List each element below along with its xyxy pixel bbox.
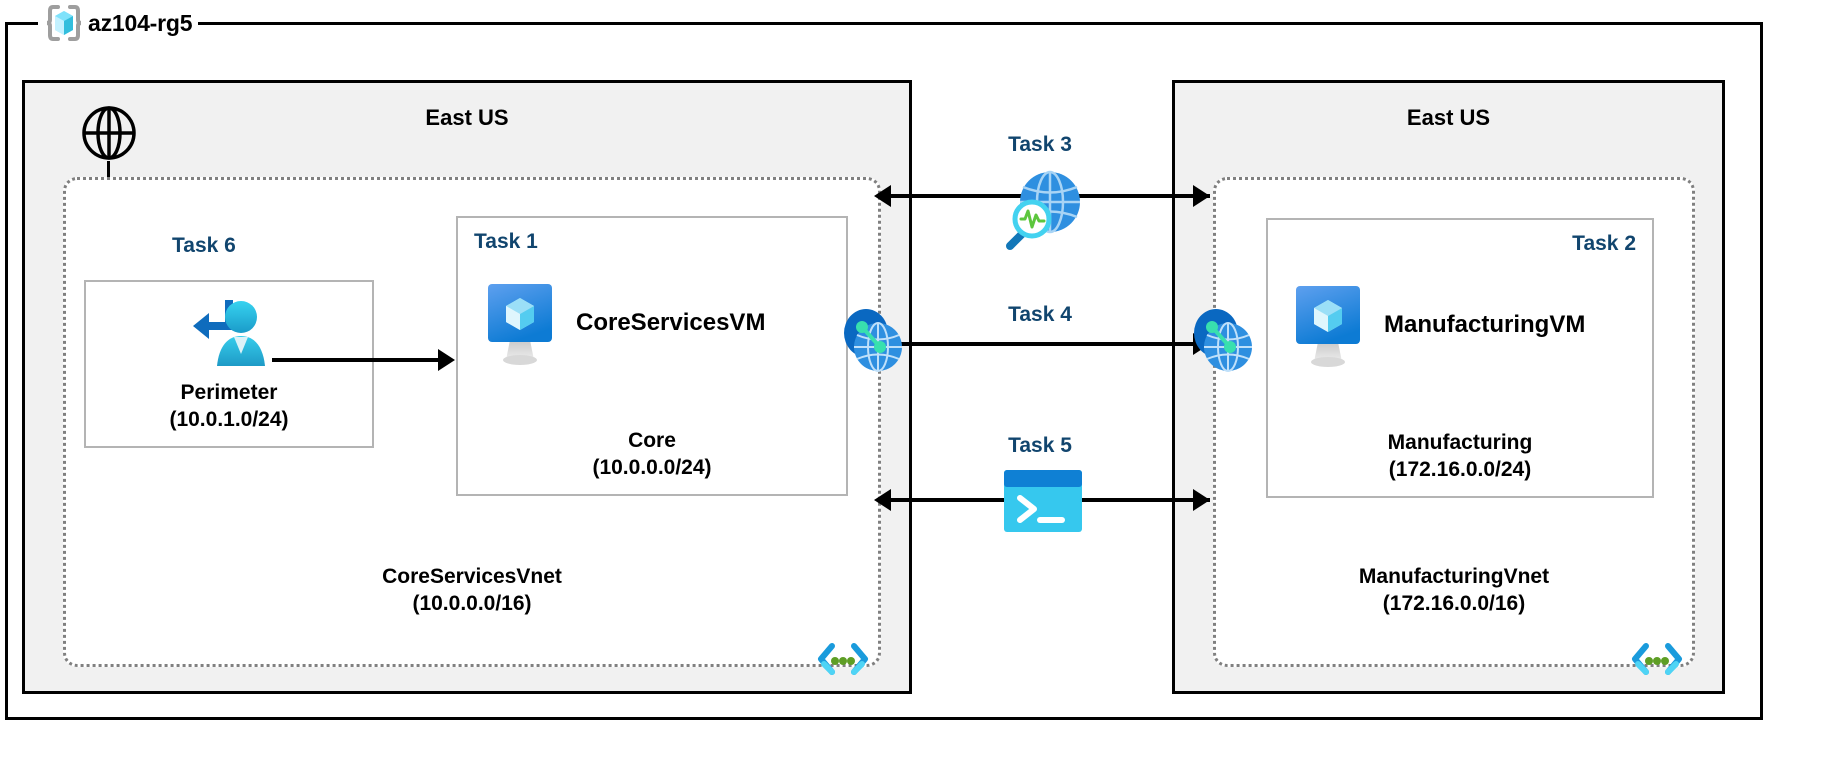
vnet-coreservices: Task 6 — [63, 177, 881, 675]
task-3-arrowhead-right — [1193, 185, 1210, 207]
resource-group-label: az104-rg5 — [38, 3, 199, 43]
subnet-manufacturing: Task 2 — [1266, 218, 1654, 498]
vnet-cidr-coreservices: (10.0.0.0/16) — [412, 592, 532, 616]
subnet-core: Task 1 — [456, 216, 848, 496]
region-title-right: East US — [1406, 105, 1491, 130]
task-3-arrowhead-left — [874, 185, 891, 207]
perimeter-to-core-arrowhead — [438, 349, 455, 371]
vm-coreservicesvm: CoreServicesVM — [484, 280, 765, 366]
resource-group-top-line — [250, 22, 1763, 25]
perimeter-to-core-line — [272, 358, 438, 362]
resource-group-name: az104-rg5 — [88, 9, 193, 36]
vnet-name-coreservices: CoreServicesVnet — [382, 565, 562, 589]
vnet-caption-coreservices: CoreServicesVnet (10.0.0.0/16) — [66, 564, 878, 618]
task-label-task-4: Task 4 — [1008, 303, 1072, 326]
subnet-caption-core: Core (10.0.0.0/24) — [458, 428, 846, 482]
code-brackets-icon — [1632, 640, 1682, 678]
cloud-shell-icon — [1004, 470, 1082, 532]
task-label-task-3: Task 3 — [1008, 133, 1072, 156]
vm-name-manufacturingvm: ManufacturingVM — [1384, 311, 1586, 338]
vnet-peering-icon — [836, 305, 908, 377]
subnet-name-perimeter: Perimeter — [180, 381, 278, 405]
task-label-task-6: Task 6 — [172, 234, 236, 257]
task-5-arrowhead-right — [1193, 489, 1210, 511]
azure-resource-group-icon — [44, 3, 84, 43]
vnet-cidr-manufacturing: (172.16.0.0/16) — [1382, 592, 1526, 616]
vnet-name-manufacturing: ManufacturingVnet — [1358, 565, 1550, 589]
task-label-task-1: Task 1 — [474, 230, 538, 253]
task-label-task-5: Task 5 — [1008, 434, 1072, 457]
subnet-cidr-core: (10.0.0.0/24) — [592, 456, 712, 480]
virtual-machine-icon — [1292, 282, 1364, 368]
code-brackets-icon — [818, 640, 868, 678]
internet-globe-icon — [81, 105, 137, 161]
subnet-name-manufacturing: Manufacturing — [1387, 431, 1533, 455]
region-title-left: East US — [425, 105, 509, 130]
virtual-machine-icon — [484, 280, 556, 366]
region-box-east-us-left: East US Task 6 — [22, 80, 912, 694]
task-5-arrowhead-left — [874, 489, 891, 511]
vnet-peering-icon — [1186, 305, 1258, 377]
subnet-name-core: Core — [628, 429, 676, 453]
vm-name-coreservicesvm: CoreServicesVM — [576, 309, 766, 336]
region-box-east-us-right: East US Task 2 — [1172, 80, 1725, 694]
subnet-caption-manufacturing: Manufacturing (172.16.0.0/24) — [1268, 430, 1652, 484]
subnet-perimeter: Perimeter (10.0.1.0/24) — [84, 280, 374, 448]
network-watcher-icon — [1000, 168, 1086, 252]
subnet-caption-perimeter: Perimeter (10.0.1.0/24) — [86, 380, 372, 434]
task-4-line — [890, 342, 1210, 346]
task-label-task-2: Task 2 — [1572, 232, 1636, 255]
vnet-caption-manufacturing: ManufacturingVnet (172.16.0.0/16) — [1216, 564, 1692, 618]
subnet-cidr-perimeter: (10.0.1.0/24) — [169, 408, 289, 432]
bastion-user-icon — [187, 296, 271, 374]
vm-manufacturingvm: ManufacturingVM — [1292, 282, 1585, 368]
subnet-cidr-manufacturing: (172.16.0.0/24) — [1388, 458, 1532, 482]
vnet-manufacturing: Task 2 — [1213, 177, 1695, 675]
